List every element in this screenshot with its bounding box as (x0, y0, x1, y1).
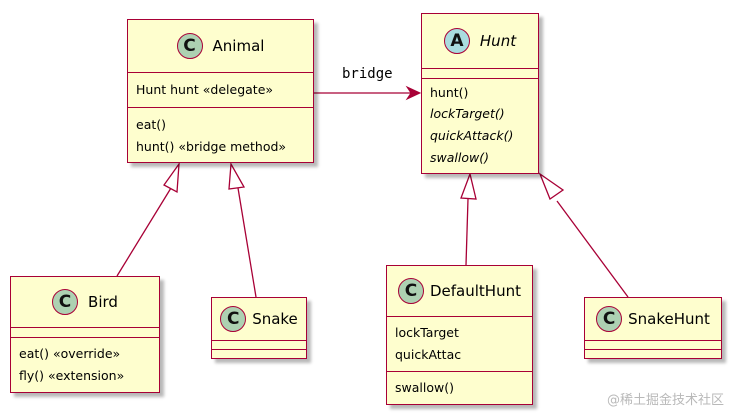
method: hunt() «bridge method» (136, 139, 287, 154)
divider (128, 107, 313, 108)
defaulthunt-header: C DefaultHunt (387, 266, 532, 316)
snake-header: C Snake (212, 298, 306, 340)
abstract-method: lockTarget() (430, 106, 505, 121)
method: eat() «override» (19, 346, 121, 361)
class-name: DefaultHunt (430, 282, 521, 300)
divider (422, 68, 538, 69)
snake-inheritance-arrowhead (228, 161, 246, 190)
bridge-arrowhead (405, 85, 422, 101)
defaulthunt-class[interactable]: C DefaultHunt lockTarget quickAttac swal… (386, 265, 533, 405)
divider (585, 340, 721, 341)
divider (128, 72, 313, 73)
hunt-header: A Hunt (422, 14, 538, 68)
divider (387, 316, 532, 317)
field: Hunt hunt «delegate» (136, 82, 274, 97)
snakehunt-inheritance-arrowhead (538, 172, 565, 200)
class-name: Hunt (479, 32, 517, 50)
class-badge-icon: C (52, 289, 79, 315)
abstract-method: swallow() (430, 150, 489, 165)
class-name: Bird (88, 293, 118, 311)
snakehunt-class[interactable]: C SnakeHunt (584, 297, 722, 359)
class-badge-icon: C (398, 278, 424, 304)
bird-inheritance-arrowhead (163, 161, 180, 194)
bridge-label: bridge (342, 66, 393, 82)
method: hunt() (430, 85, 469, 100)
abstract-method: quickAttack() (430, 128, 514, 143)
class-badge-icon: C (596, 306, 623, 332)
class-name: Snake (252, 310, 298, 328)
snakehunt-inheritance-line (556, 200, 629, 298)
hunt-abstract-class[interactable]: A Hunt hunt() lockTarget() quickAttack()… (421, 13, 539, 174)
divider (585, 349, 721, 350)
animal-header: C Animal (128, 20, 313, 72)
method: eat() (136, 117, 167, 132)
bird-header: C Bird (11, 277, 159, 327)
divider (387, 371, 532, 372)
watermark: @稀土掘金技术社区 (606, 393, 724, 408)
defaulthunt-inheritance-arrowhead (460, 171, 477, 200)
snake-class[interactable]: C Snake (211, 297, 307, 359)
method: swallow() (395, 380, 454, 395)
defaulthunt-inheritance-line (465, 198, 469, 266)
field: quickAttac (395, 347, 462, 362)
snake-inheritance-line (237, 187, 257, 298)
snakehunt-header: C SnakeHunt (585, 298, 721, 340)
divider (422, 78, 538, 79)
divider (212, 349, 306, 350)
divider (11, 327, 159, 328)
divider (11, 337, 159, 338)
animal-class[interactable]: C Animal Hunt hunt «delegate» eat() hunt… (127, 19, 314, 163)
bird-class[interactable]: C Bird eat() «override» fly() «extension… (10, 276, 160, 393)
class-badge-icon: C (220, 306, 247, 332)
divider (212, 340, 306, 341)
method: fly() «extension» (19, 368, 125, 383)
class-badge-icon: C (176, 33, 203, 59)
class-name: Animal (212, 37, 265, 55)
class-name: SnakeHunt (628, 310, 710, 328)
bird-inheritance-line (116, 187, 172, 277)
field: lockTarget (395, 325, 459, 340)
abstract-badge-icon: A (443, 28, 470, 54)
